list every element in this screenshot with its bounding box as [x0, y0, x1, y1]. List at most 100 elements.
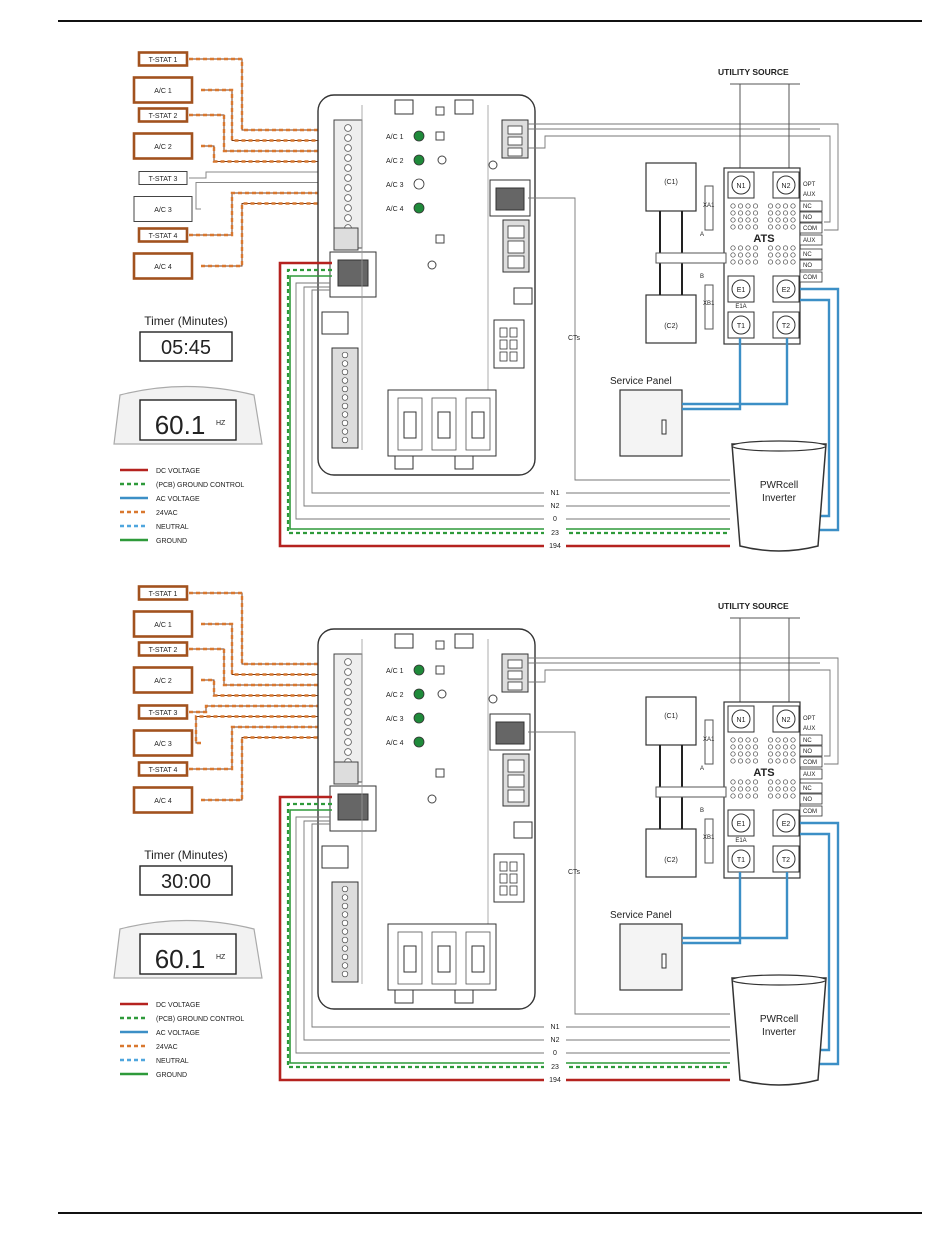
service-panel — [619, 389, 683, 457]
service-panel-switch — [661, 953, 667, 969]
tstat-box — [137, 704, 189, 720]
ats-dot — [790, 252, 796, 258]
ats-dot — [782, 224, 789, 230]
molex-pin — [509, 351, 518, 362]
ats-dot — [737, 210, 744, 216]
service-panel — [619, 923, 683, 991]
a-label: A — [700, 766, 704, 772]
tstat-label: T-STAT 1 — [149, 57, 178, 64]
ats-dot — [767, 224, 774, 230]
ats-terminal — [731, 175, 751, 195]
ats-dot — [745, 779, 751, 785]
terminal-screw — [344, 658, 352, 666]
ats-dot — [745, 217, 751, 223]
ats-dot — [790, 224, 796, 230]
terminal-screw — [344, 154, 352, 162]
ats-dot — [790, 217, 796, 223]
ats-dot — [730, 793, 736, 799]
xb1-relay — [704, 818, 714, 864]
led-on — [413, 154, 425, 166]
ats-side-label: NC — [803, 252, 812, 258]
ats-side-label: NO — [803, 797, 812, 803]
ats-side-label: AUX — [803, 238, 815, 244]
strip-screw — [341, 351, 349, 359]
cts-label: CTs — [568, 869, 581, 876]
fuse — [471, 411, 485, 439]
frequency-value: 60.1 — [155, 410, 206, 440]
tstat-wire — [201, 202, 340, 268]
wire-label: 23 — [551, 530, 559, 537]
xa1-label: XA1 — [703, 737, 715, 743]
bottom-connector — [394, 988, 414, 1004]
indicator-circle — [437, 155, 447, 165]
ats-dot — [737, 793, 744, 799]
ats-side-label: NO — [803, 749, 812, 755]
wiring-diagram-2: T-STAT 1A/C 1T-STAT 2A/C 2T-STAT 3A/C 3T… — [113, 585, 840, 1086]
ats-label-box — [799, 805, 823, 817]
ats-dot — [775, 744, 781, 750]
fuse — [403, 411, 417, 439]
ats-dot — [782, 252, 789, 258]
molex-pin — [509, 339, 518, 350]
ats-terminal — [731, 849, 751, 869]
tstat-box — [132, 252, 194, 280]
wire-0 — [295, 816, 730, 1054]
ac-label: A/C 3 — [386, 182, 404, 189]
wire-label: N2 — [551, 503, 560, 510]
service-panel-label: Service Panel — [610, 910, 672, 921]
wire-label-bg — [544, 488, 566, 496]
molex-pin — [499, 861, 508, 872]
ats-dot — [730, 779, 736, 785]
utility-source-label: UTILITY SOURCE — [718, 67, 789, 77]
legend-label: (PCB) GROUND CONTROL — [156, 482, 244, 489]
ats-dot — [775, 758, 781, 764]
terminal-block-small — [333, 227, 359, 251]
terminal-pin — [507, 789, 525, 803]
strip-screw — [341, 368, 349, 376]
ats-dot — [782, 786, 789, 792]
xa1-relay — [704, 719, 714, 765]
top-connector — [394, 633, 414, 649]
ats-dot — [745, 203, 751, 209]
ats-side-label: OPT — [803, 716, 816, 722]
tstat-box — [137, 761, 189, 777]
terminal-pin — [507, 225, 525, 239]
molex-pin — [509, 861, 518, 872]
ats-dot — [737, 245, 744, 251]
ats-dot — [767, 245, 774, 251]
wire-label: N1 — [551, 490, 560, 497]
indicator-square — [435, 234, 445, 244]
terminal-screw — [344, 124, 352, 132]
ac-wire — [682, 338, 742, 411]
tstat-wire — [201, 144, 340, 163]
timer-display — [139, 331, 233, 362]
board-hole — [488, 160, 498, 170]
ats-side-label: AUX — [803, 726, 815, 732]
legend-label: DC VOLTAGE — [156, 1002, 200, 1009]
led-off — [413, 178, 425, 190]
service-panel-label: Service Panel — [610, 376, 672, 387]
ats-dot — [790, 203, 796, 209]
ats-dot — [767, 779, 774, 785]
terminal-label: N2 — [782, 717, 791, 724]
ats-dot — [767, 737, 774, 743]
control-board — [317, 628, 536, 1010]
ats-dot — [782, 217, 789, 223]
ats-dot — [775, 224, 781, 230]
ats-dot — [737, 744, 744, 750]
ats-dot — [730, 252, 736, 258]
inverter-top — [731, 440, 827, 452]
ats-dot — [782, 245, 789, 251]
ats-side-label: COM — [803, 226, 817, 232]
terminal-screw — [344, 678, 352, 686]
terminal-label: N1 — [737, 183, 746, 190]
ats-terminal — [776, 813, 796, 833]
ats-label-box — [799, 793, 823, 805]
ats-dot — [737, 252, 744, 258]
frequency-display — [139, 399, 237, 441]
rj45-jack — [337, 259, 369, 287]
legend-label: NEUTRAL — [156, 1058, 189, 1065]
tstat-box — [133, 196, 193, 222]
ats-dot — [730, 737, 736, 743]
xb1-label: XB1 — [703, 835, 715, 841]
